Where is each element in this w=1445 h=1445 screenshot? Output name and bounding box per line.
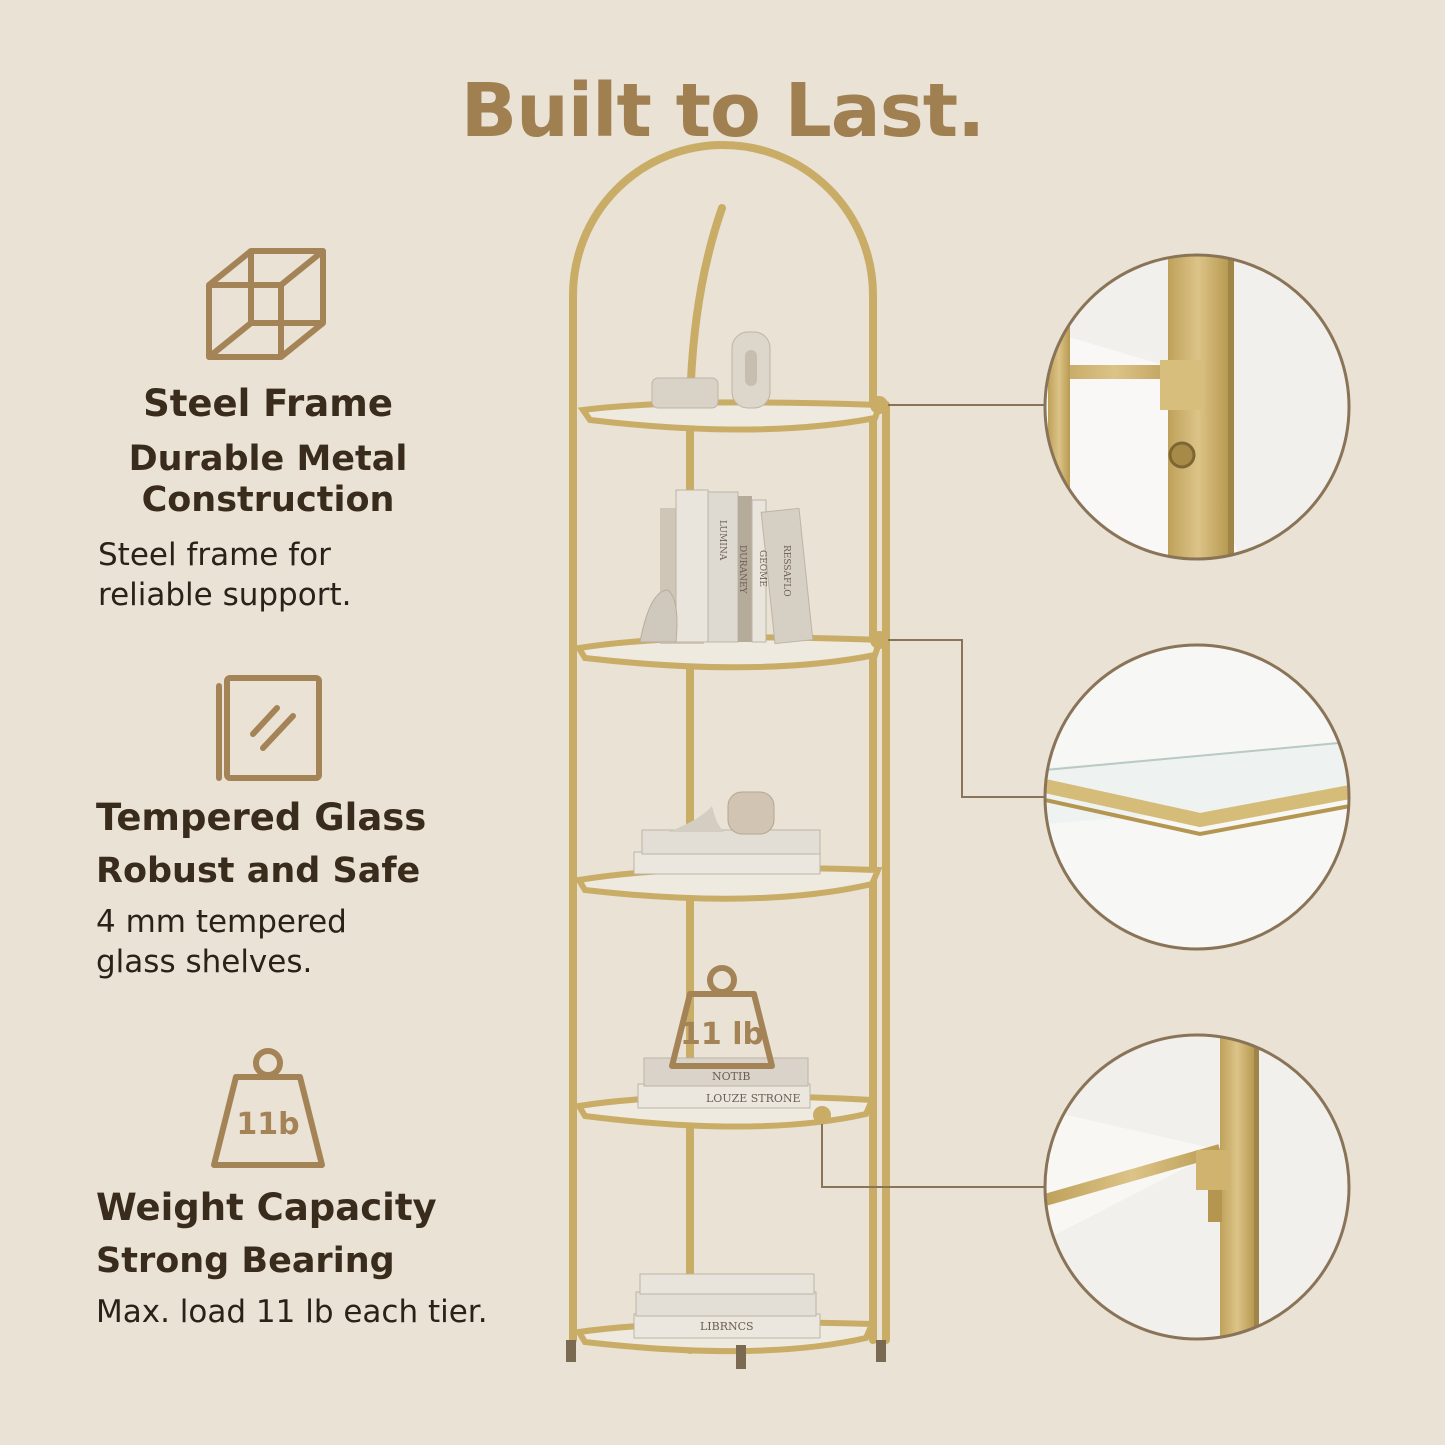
feature-description: 4 mm tempered glass shelves. — [96, 904, 347, 980]
detail-circle-frame — [1043, 253, 1351, 561]
page-title: Built to Last. — [460, 68, 986, 154]
detail-shelf-bracket — [1045, 1035, 1349, 1339]
feature-weight-capacity: Weight Capacity Strong Bearing Max. load… — [96, 1186, 516, 1332]
shelf-decor — [633, 331, 821, 1339]
callout-dots — [813, 396, 888, 1124]
feature-title: Steel Frame — [143, 382, 393, 425]
feature-title: Tempered Glass — [96, 796, 427, 839]
book-spine-text: LIBRNCS — [700, 1320, 754, 1333]
detail-circle-glass — [1043, 643, 1351, 951]
feature-steel-frame: Steel Frame Durable Metal Construction S… — [98, 382, 438, 615]
shelf-feet — [566, 1340, 886, 1369]
feature-description: Max. load 11 lb each tier. — [96, 1294, 488, 1330]
book-spine-text: RESSAFLO — [781, 545, 791, 597]
shelf-weight-label: 11 lb — [680, 1017, 764, 1052]
shelf-weight-badge-icon — [669, 965, 775, 1069]
tempered-glass-pane-icon — [216, 675, 322, 781]
feature-subtitle: Robust and Safe — [96, 851, 421, 891]
shelf-tier — [577, 399, 885, 433]
weight-capacity-icon: 11b — [208, 1045, 328, 1173]
book-spine-text: DURANEY — [737, 545, 747, 595]
book-spine-text: GEOME — [757, 550, 767, 587]
detail-glass-edge — [1045, 645, 1349, 949]
weight-icon-label: 11b — [236, 1107, 300, 1142]
book-spine-text: LOUZE STRONE — [706, 1092, 801, 1105]
book-spine-text: LUMINA — [717, 520, 727, 561]
shelf-tiers — [574, 399, 885, 1355]
callout-connectors — [821, 404, 1045, 1188]
corner-shelf-frame — [569, 141, 890, 1354]
steel-frame-cube-icon — [206, 248, 326, 360]
feature-tempered-glass: Tempered Glass Robust and Safe 4 mm temp… — [96, 796, 476, 982]
book-spine-text: NOTIB — [712, 1070, 750, 1083]
feature-title: Weight Capacity — [96, 1186, 437, 1229]
feature-subtitle: Durable Metal Construction — [128, 439, 408, 520]
detail-circle-bracket — [1043, 1033, 1351, 1341]
detail-frame-joint — [1045, 255, 1349, 559]
feature-subtitle: Strong Bearing — [96, 1241, 395, 1281]
feature-description: Steel frame for reliable support. — [98, 537, 352, 613]
